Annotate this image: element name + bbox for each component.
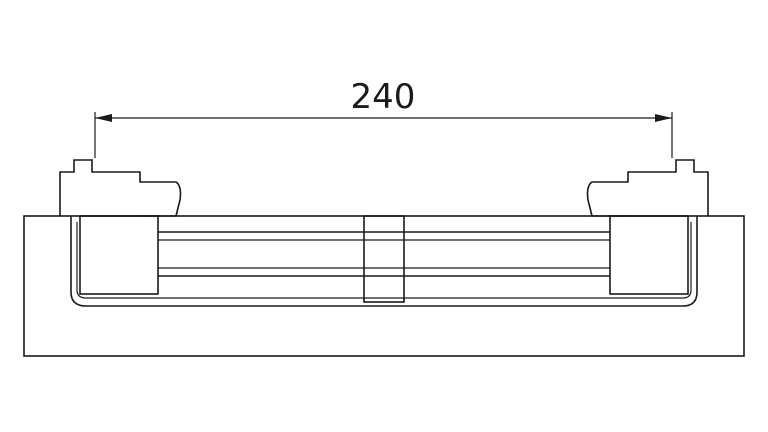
- channel-inner-line-2: [76, 222, 692, 299]
- left-clamp-assembly: [59, 159, 182, 295]
- dimension-240: 240: [94, 77, 673, 158]
- base-housing: [23, 215, 745, 357]
- right-clamp: [586, 159, 709, 217]
- channel-inner-line: [70, 216, 698, 307]
- left-block: [79, 215, 159, 295]
- center-block: [363, 215, 405, 303]
- dimension-value: 240: [351, 77, 416, 117]
- base-outline: [23, 215, 745, 357]
- rod-assembly: [158, 231, 610, 277]
- right-clamp-assembly: [586, 159, 709, 295]
- dimension-arrow-left: [95, 114, 112, 122]
- dimension-arrow-right: [655, 114, 672, 122]
- right-block: [609, 215, 689, 295]
- left-clamp: [59, 159, 182, 217]
